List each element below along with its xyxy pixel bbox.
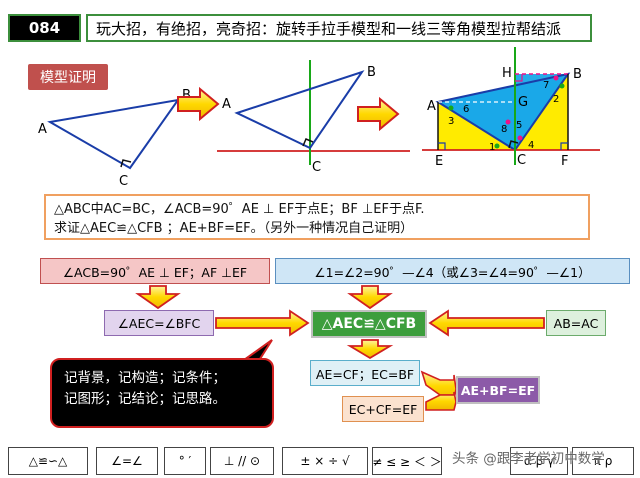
step-angle-box: ∠AEC=∠BFC [104, 310, 214, 336]
angle-label-2: 2 [553, 94, 559, 105]
toolbar-congruence-symbols[interactable]: △≌∽△ [8, 447, 88, 475]
label-b: B [182, 88, 191, 103]
arrow-down-2 [347, 285, 393, 310]
toolbar-perpendicular-symbols[interactable]: ⊥ // ⊙ [210, 447, 274, 475]
condition-equal-angles-box: ∠1=∠2=90゜—∠4（或∠3=∠4=90゜—∠1） [275, 258, 630, 284]
arrow-right-3 [215, 309, 310, 337]
problem-statement: △ABC中AC=BC，∠ACB=90゜AE ⊥ EF于点E；BF ⊥EF于点F.… [44, 194, 590, 240]
arrow-down-3 [346, 339, 394, 360]
label-g: G [518, 95, 528, 110]
toolbar-degree-symbols[interactable]: ° ′ [164, 447, 206, 475]
congruence-box: △AEC≌△CFB [311, 310, 427, 338]
watermark: 头条 @跟李老学初中数学 [452, 451, 605, 467]
angle-label-7: 7 [543, 80, 549, 91]
section-tag: 模型证明 [28, 64, 108, 90]
memory-note-text: 记背景，记构造；记条件； 记图形；记结论；记思路。 [64, 370, 226, 407]
toolbar-greek-symbols[interactable]: α β γ [510, 447, 568, 475]
equal-sides-box: AE=CF；EC=BF [310, 360, 420, 386]
label-a: A [222, 97, 231, 112]
arrow-left-4 [428, 309, 545, 337]
label-a: A [38, 122, 47, 137]
label-f: F [561, 154, 568, 169]
problem-line-1: △ABC中AC=BC，∠ACB=90゜AE ⊥ EF于点E；BF ⊥EF于点F. [54, 202, 425, 217]
toolbar-angle-symbols[interactable]: ∠=∠ [96, 447, 158, 475]
memory-note-callout: 记背景，记构造；记条件； 记图形；记结论；记思路。 [50, 358, 274, 428]
label-c: C [312, 160, 321, 175]
label-c: C [119, 174, 128, 189]
arrow-right-2 [357, 96, 400, 132]
angle-label-8: 8 [501, 124, 507, 135]
angle-label-5: 5 [516, 120, 522, 131]
problem-line-2: 求证△AEC≌△CFB ；AE+BF=EF。（另外一种情况自己证明） [54, 221, 414, 236]
toolbar-pi-symbols[interactable]: π ρ [572, 447, 634, 475]
side-condition-box: AB=AC [546, 310, 606, 336]
label-b: B [573, 67, 582, 82]
angle-label-3: 3 [448, 116, 454, 127]
triangle-figure-2: A B C [217, 60, 410, 175]
angle-label-4: 4 [528, 140, 534, 151]
label-e: E [435, 154, 443, 169]
arrow-right-1 [177, 86, 220, 122]
toolbar-inequality-symbols[interactable]: ≠ ≤ ≥ ＜ ＞ [372, 447, 442, 475]
arrow-down-1 [135, 285, 181, 310]
arrow-merge-down [425, 391, 457, 411]
lesson-number: 084 [8, 14, 81, 42]
sum-box: EC+CF=EF [342, 396, 424, 422]
triangle-figure-1: A B C [38, 88, 191, 189]
label-b: B [367, 65, 376, 80]
condition-angles-box: ∠ACB=90゜AE ⊥ EF；AF ⊥EF [40, 258, 270, 284]
angle-label-1: 1 [489, 142, 495, 153]
triangle-figure-3: A B C E F G H 1 2 3 4 5 6 7 8 [422, 47, 600, 169]
result-box: AE+BF=EF [456, 376, 540, 404]
lesson-title: 玩大招，有绝招，亮奇招：旋转手拉手模型和一线三等角模型拉帮结派 [86, 14, 592, 42]
angle-label-6: 6 [463, 104, 469, 115]
label-a: A [427, 99, 436, 114]
label-c: C [517, 153, 526, 168]
label-h: H [502, 66, 512, 81]
toolbar-operator-symbols[interactable]: ± × ÷ √ [282, 447, 368, 475]
